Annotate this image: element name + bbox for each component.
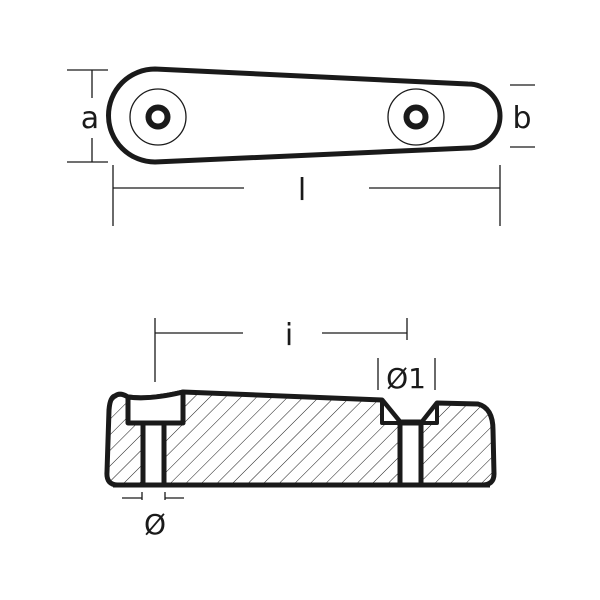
label-a: a bbox=[81, 101, 99, 136]
dimension-d bbox=[122, 492, 184, 500]
right-hole-inner bbox=[403, 104, 429, 130]
anode-outline-top bbox=[106, 66, 503, 165]
left-counterbore bbox=[125, 389, 186, 426]
dimension-l bbox=[112, 165, 501, 226]
left-hole-inner bbox=[145, 104, 171, 130]
left-hole bbox=[140, 420, 167, 488]
label-i: i bbox=[285, 318, 293, 353]
dimension-b bbox=[510, 84, 535, 148]
label-b: b bbox=[512, 101, 531, 136]
left-hole-outer bbox=[129, 88, 187, 146]
dimension-i bbox=[154, 318, 408, 382]
label-l: l bbox=[298, 173, 306, 208]
section-view bbox=[104, 389, 497, 488]
right-hole-outer bbox=[387, 88, 445, 146]
label-diameter: Ø bbox=[144, 508, 166, 541]
dimension-a bbox=[67, 69, 108, 163]
dimension-d1 bbox=[377, 358, 436, 390]
top-view bbox=[106, 66, 503, 165]
right-hole bbox=[397, 420, 424, 488]
label-diameter-1: Ø1 bbox=[386, 362, 426, 395]
